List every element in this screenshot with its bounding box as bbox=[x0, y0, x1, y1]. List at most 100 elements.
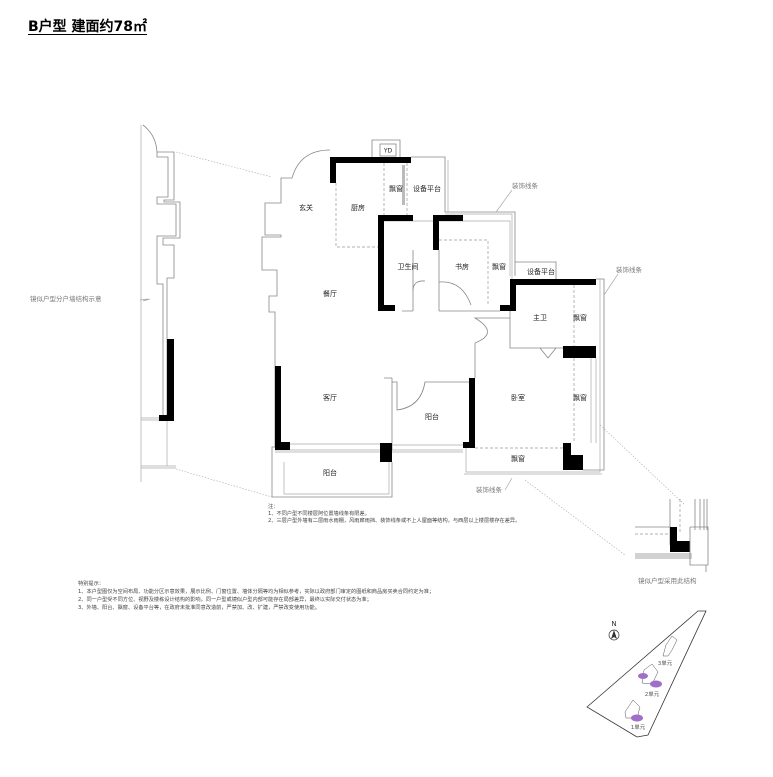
plan-line bbox=[383, 163, 408, 215]
room-equipment-platform-right: 设备平台 bbox=[527, 267, 555, 276]
decor-line-callout-bottom: 装饰线条 bbox=[476, 485, 503, 494]
plan-line bbox=[439, 239, 489, 305]
room-balcony-bottom: 阳台 bbox=[323, 468, 337, 477]
site-plan: N 3单元 2单元 1单元 bbox=[586, 610, 707, 738]
plan-line bbox=[669, 499, 708, 545]
yd-tag: YD bbox=[383, 148, 393, 155]
plan-line bbox=[378, 215, 413, 221]
plan-line bbox=[159, 415, 174, 421]
plan-line bbox=[586, 610, 707, 738]
plan-line bbox=[603, 273, 619, 296]
plan-line bbox=[275, 442, 290, 450]
plan-line bbox=[280, 443, 463, 446]
plan-line bbox=[635, 526, 692, 559]
plan-line bbox=[445, 160, 513, 279]
room-bay-window-bedroom-side: 飘窗 bbox=[573, 393, 587, 402]
plan-line bbox=[380, 443, 392, 462]
room-dining: 餐厅 bbox=[323, 289, 337, 298]
plan-line bbox=[433, 215, 463, 221]
unit-label: 3单元 bbox=[658, 659, 673, 667]
plan-line bbox=[175, 151, 273, 178]
plan-line bbox=[142, 124, 181, 421]
mirror-wall-callout: 镜似户型分户墙结构示意 bbox=[30, 294, 102, 303]
north-arrow-icon bbox=[608, 629, 620, 641]
plan-line bbox=[469, 378, 475, 448]
plan-line bbox=[330, 157, 411, 163]
room-bay-window-bedroom-bottom: 飘窗 bbox=[511, 454, 525, 463]
plan-line bbox=[635, 499, 681, 535]
room-kitchen: 厨房 bbox=[351, 203, 365, 212]
plan-line bbox=[563, 455, 583, 470]
plan-line bbox=[510, 279, 516, 311]
plan-line bbox=[510, 279, 596, 285]
page-title: B户型 建面约78㎡ bbox=[28, 19, 148, 35]
highlight-unit bbox=[638, 673, 648, 679]
plan-line bbox=[500, 305, 516, 311]
plan-line bbox=[412, 280, 472, 306]
plan-line bbox=[371, 139, 401, 157]
special-tips: 特别提示： 1、本户型图仅为空间布局、功能分区示意效果，展示比例、门窗位置、墙体… bbox=[78, 579, 434, 611]
unit-label: 1单元 bbox=[631, 723, 646, 731]
plan-line bbox=[504, 477, 513, 491]
plan-line bbox=[156, 152, 177, 415]
tips-line: 1、本户型图仅为空间布局、功能分区示意效果，展示比例、门窗位置、墙体分隔等均为相… bbox=[78, 587, 434, 595]
plan-line bbox=[670, 541, 690, 552]
plan-line bbox=[379, 143, 397, 157]
plan-line bbox=[689, 526, 709, 572]
unit-label: 2单元 bbox=[645, 690, 660, 698]
plan-line bbox=[402, 250, 500, 312]
plan-line bbox=[670, 527, 677, 552]
room-living: 客厅 bbox=[323, 393, 337, 402]
plan-line bbox=[275, 366, 281, 448]
plan-line bbox=[475, 285, 575, 449]
north-label: N bbox=[611, 620, 616, 628]
plan-line bbox=[402, 165, 405, 205]
notes: 注： 1、不同户型不同楼层阿位置墙线条有限差。 2、三层户型外墙有二层雨水雨棚，… bbox=[268, 502, 520, 524]
plan-line bbox=[599, 424, 686, 506]
building-1 bbox=[624, 699, 641, 719]
tips-heading: 特别提示： bbox=[78, 579, 104, 587]
mirror-unit-wall-diagram bbox=[139, 124, 273, 498]
plan-line bbox=[539, 347, 557, 359]
plan-line bbox=[139, 298, 151, 302]
tips-line: 3、外墙、阳台、飘窗、设备平台等，在政府未批准同意改造前，严禁加、改、扩建，严禁… bbox=[78, 603, 320, 611]
plan-line bbox=[590, 358, 597, 443]
plan-line bbox=[378, 215, 384, 311]
plan-line bbox=[473, 311, 563, 378]
unit-outline bbox=[261, 139, 605, 498]
decor-line-callout-top: 装饰线条 bbox=[512, 181, 539, 190]
plan-line bbox=[611, 630, 617, 639]
plan-line bbox=[335, 183, 378, 248]
room-balcony-mid: 阳台 bbox=[425, 412, 439, 421]
room-bedroom: 卧室 bbox=[511, 393, 525, 402]
plan-line bbox=[330, 157, 336, 183]
room-bathroom: 卫生间 bbox=[398, 262, 419, 271]
plan-line bbox=[563, 346, 596, 358]
mirror-inset-callout: 镜似户型采用此结构 bbox=[638, 576, 697, 585]
decor-line-callout-right: 装饰线条 bbox=[616, 265, 643, 274]
notes-line: 2、三层户型外墙有二层雨水雨棚，风雨廊雨挡、装饰线条或不上人屋面等结构，与西层以… bbox=[268, 516, 520, 524]
plan-line bbox=[378, 305, 395, 311]
highlight-unit bbox=[631, 714, 643, 722]
plan-line bbox=[464, 279, 602, 475]
mirror-inset-diagram: 镜似户型采用此结构 bbox=[635, 499, 709, 585]
room-bay-window-master-bath: 飘窗 bbox=[573, 313, 587, 322]
room-bay-window-study: 飘窗 bbox=[492, 262, 506, 271]
plan-line bbox=[433, 215, 439, 250]
plan-line bbox=[495, 189, 513, 213]
plan-line bbox=[275, 449, 463, 495]
plan-line bbox=[261, 149, 393, 498]
notes-heading: 注： bbox=[268, 502, 278, 510]
room-bay-window-kitchen: 飘窗 bbox=[389, 184, 403, 193]
building-3 bbox=[662, 635, 678, 657]
plan-line bbox=[175, 468, 273, 498]
plan-line bbox=[411, 156, 516, 276]
building-2 bbox=[641, 663, 659, 685]
structural-walls bbox=[275, 157, 596, 470]
plan-line bbox=[167, 339, 174, 421]
tips-line: 2、同一户型受不同方位、视野及楼栋设计结构的影响，同一户型或镜似户型内部可能存在… bbox=[78, 595, 372, 603]
plan-line bbox=[524, 479, 626, 556]
room-equipment-platform-top: 设备平台 bbox=[413, 184, 441, 193]
